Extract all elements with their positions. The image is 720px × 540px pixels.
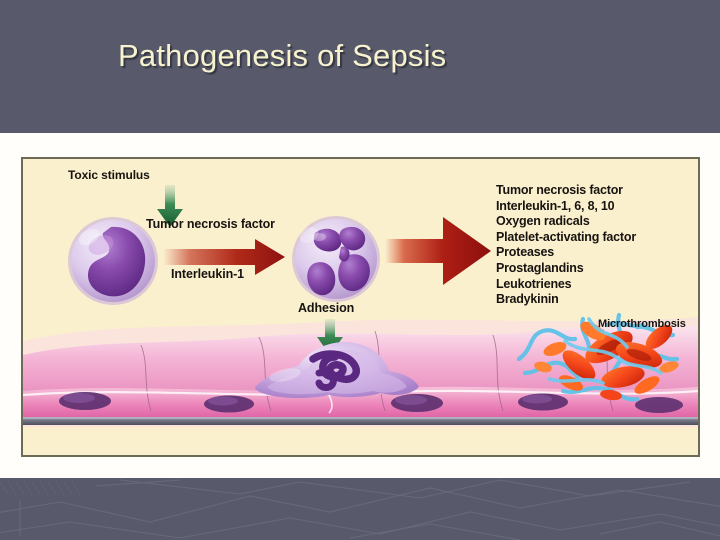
mediator-item: Tumor necrosis factor: [496, 183, 623, 197]
mediator-list: Tumor necrosis factor Interleukin-1, 6, …: [496, 183, 636, 308]
label-interleukin-1: Interleukin-1: [171, 267, 245, 281]
label-tumor-necrosis-factor: Tumor necrosis factor: [146, 217, 275, 231]
monocyte-cell: [68, 217, 158, 305]
slide-footer-band: [0, 478, 720, 540]
cytokine-arrow-small: [163, 239, 285, 275]
mediator-item: Interleukin-1, 6, 8, 10: [496, 198, 615, 213]
pathogenesis-figure-panel: Toxic stimulus Tumor necrosis factor Int…: [21, 157, 700, 457]
endothelial-nuclei: [59, 392, 683, 413]
mediator-release-arrow: [385, 217, 491, 285]
mediator-item: Oxygen radicals: [496, 214, 590, 229]
adherent-neutrophil-cell: [255, 341, 419, 414]
page-title: Pathogenesis of Sepsis: [118, 38, 447, 73]
mediator-item: Bradykinin: [496, 292, 559, 307]
toxic-stimulus-arrow: [157, 185, 183, 227]
mediator-item: Platelet-activating factor: [496, 229, 636, 244]
activated-neutrophil-cell: [292, 216, 380, 302]
figure-canvas: Toxic stimulus Tumor necrosis factor Int…: [23, 159, 698, 455]
sepsis-diagram-illustration: [23, 159, 698, 455]
footer-decoration: [0, 479, 720, 540]
label-adhesion: Adhesion: [298, 301, 355, 315]
mediator-item: Leukotrienes: [496, 276, 572, 291]
label-microthrombosis: Microthrombosis: [598, 318, 686, 330]
mediator-item: Proteases: [496, 245, 554, 260]
label-toxic-stimulus: Toxic stimulus: [68, 168, 150, 182]
microthrombus: [516, 312, 680, 402]
slide-header-band: Pathogenesis of Sepsis: [0, 0, 720, 133]
mediator-item: Prostaglandins: [496, 260, 584, 275]
